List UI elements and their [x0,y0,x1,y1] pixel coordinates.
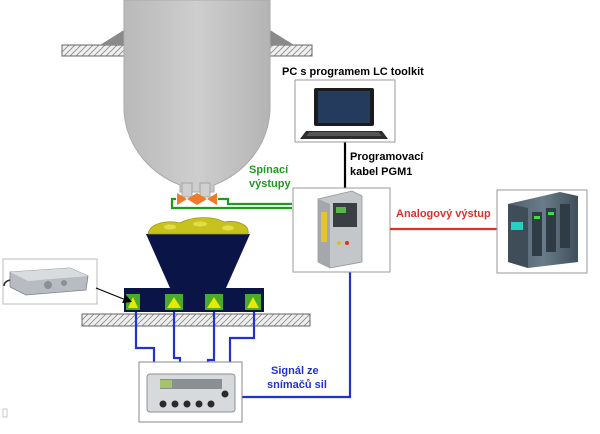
weighing-controller-icon [292,187,391,273]
switching-output-wire [170,197,292,210]
switch-output-label-line2: výstupy [249,178,291,190]
signal-label-line2: snímačů sil [267,379,327,391]
laptop-icon [294,79,396,143]
load-cell-pointer [95,287,127,301]
weighing-platform [124,288,264,312]
arrow-icon [122,295,132,303]
load-cell-icon [2,258,98,305]
junction-box-icon [138,361,243,423]
pc-label: PC s programem LC toolkit [282,66,424,78]
plc-icon [496,189,588,274]
cable-label-line2: kabel PGM1 [350,166,413,178]
switch-output-label-line1: Spínací [249,164,289,176]
lower-support-beam [81,313,311,327]
analog-output-label: Analogový výstup [396,208,491,220]
silo-hopper [123,0,271,198]
corner-mark [2,408,8,418]
signal-label-line1: Signál ze [271,365,319,377]
cable-label-line1: Programovací [350,151,424,163]
weighing-bin [146,217,250,288]
valve-icon [177,193,217,205]
